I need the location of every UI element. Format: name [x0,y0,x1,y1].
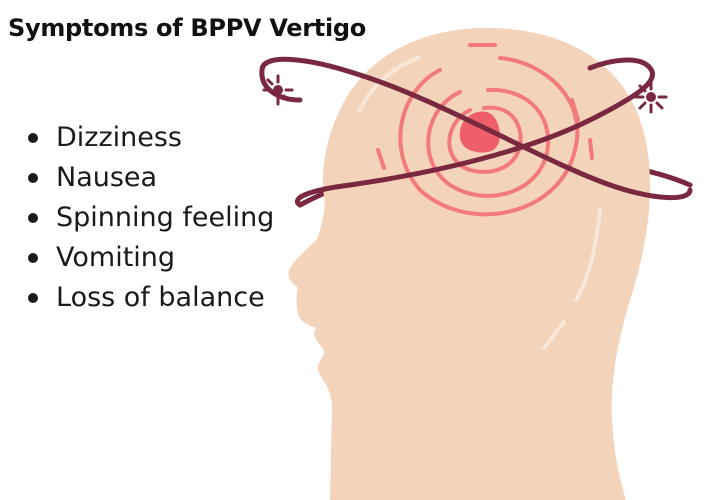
bullet-icon [28,173,38,183]
symptom-label: Dizziness [56,122,182,153]
pain-ring-middle [426,87,551,198]
spark-right-icon [634,80,668,114]
symptom-label: Vomiting [56,242,176,273]
head-highlight [358,56,420,112]
symptom-list: Dizziness Nausea Spinning feeling Vomiti… [28,118,274,318]
page-title: Symptoms of BPPV Vertigo [8,14,366,42]
pain-ring-inner [447,105,523,174]
symptom-label: Nausea [56,162,158,193]
bullet-icon [28,293,38,303]
head-silhouette-icon [288,27,650,500]
orbit-front-x2 [295,57,655,208]
spark-left-icon [262,74,294,106]
pain-ring-outer [398,56,580,217]
list-item: Nausea [28,158,274,198]
head-highlight [542,320,566,350]
bullet-icon [28,213,38,223]
pain-ring-dash [588,138,594,160]
orbit-front-x1 [259,56,693,201]
list-item: Loss of balance [28,278,274,318]
bullet-icon [28,133,38,143]
symptom-label: Loss of balance [56,282,265,313]
pain-ring-dash [376,148,386,170]
orbit-left-arc [259,67,303,103]
symptom-label: Spinning feeling [56,202,275,233]
pain-ring-dash [570,98,580,122]
head-highlight [574,208,602,302]
list-item: Dizziness [28,118,274,158]
list-item: Vomiting [28,238,274,278]
bullet-icon [28,253,38,263]
list-item: Spinning feeling [28,198,274,238]
